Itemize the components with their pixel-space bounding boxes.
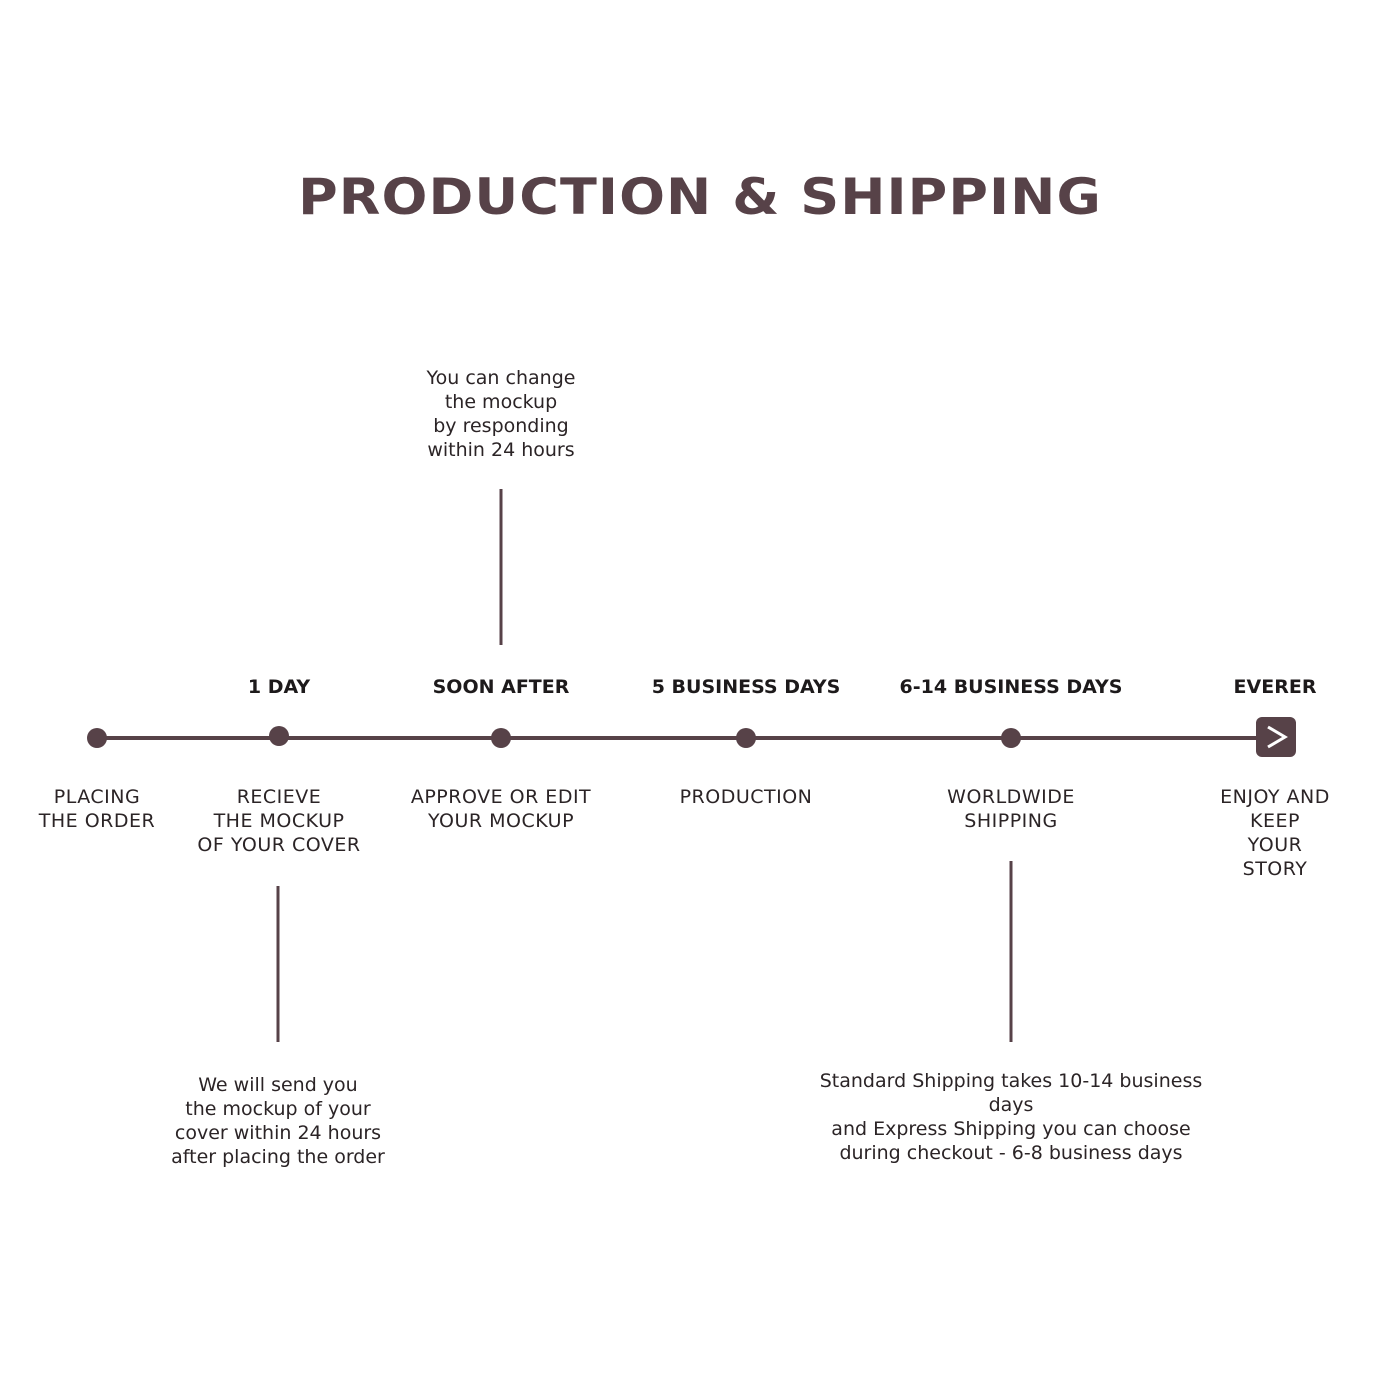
step-label-approve-mockup: APPROVE OR EDIT YOUR MOCKUP bbox=[410, 786, 592, 832]
step-time-4: 6-14 BUSINESS DAYS bbox=[899, 676, 1123, 698]
note-shipping: Standard Shipping takes 10-14 business d… bbox=[819, 1070, 1203, 1164]
step-label-production: PRODUCTION bbox=[679, 786, 813, 808]
step-label-shipping: WORLDWIDE SHIPPING bbox=[947, 786, 1075, 832]
timeline-dot-shipping bbox=[1001, 728, 1021, 748]
timeline-dot-approve-mockup bbox=[491, 728, 511, 748]
connector-line-shipping bbox=[1009, 861, 1013, 1042]
timeline-dot-production bbox=[736, 728, 756, 748]
step-time-3: 5 BUSINESS DAYS bbox=[651, 676, 841, 698]
step-label-enjoy: ENJOY AND KEEP YOUR STORY bbox=[1220, 786, 1330, 880]
note-mockup-send: We will send you the mockup of your cove… bbox=[171, 1074, 385, 1168]
step-time-1: 1 DAY bbox=[247, 676, 311, 698]
connector-line-mockup-change bbox=[499, 489, 503, 645]
connector-line-mockup-send bbox=[276, 886, 280, 1042]
timeline-dot-receive-mockup bbox=[269, 726, 289, 746]
note-mockup-change: You can change the mockup by responding … bbox=[426, 367, 576, 461]
page-title: PRODUCTION & SHIPPING bbox=[298, 168, 1102, 226]
step-time-5: EVERER bbox=[1233, 676, 1317, 698]
step-label-receive-mockup: RECIEVE THE MOCKUP OF YOUR COVER bbox=[197, 786, 361, 856]
timeline-dot-placing-order bbox=[87, 728, 107, 748]
step-label-placing-order: PLACING THE ORDER bbox=[38, 786, 156, 832]
timeline-line bbox=[96, 736, 1276, 740]
chevron-right-icon bbox=[1256, 717, 1296, 757]
step-time-2: SOON AFTER bbox=[432, 676, 570, 698]
